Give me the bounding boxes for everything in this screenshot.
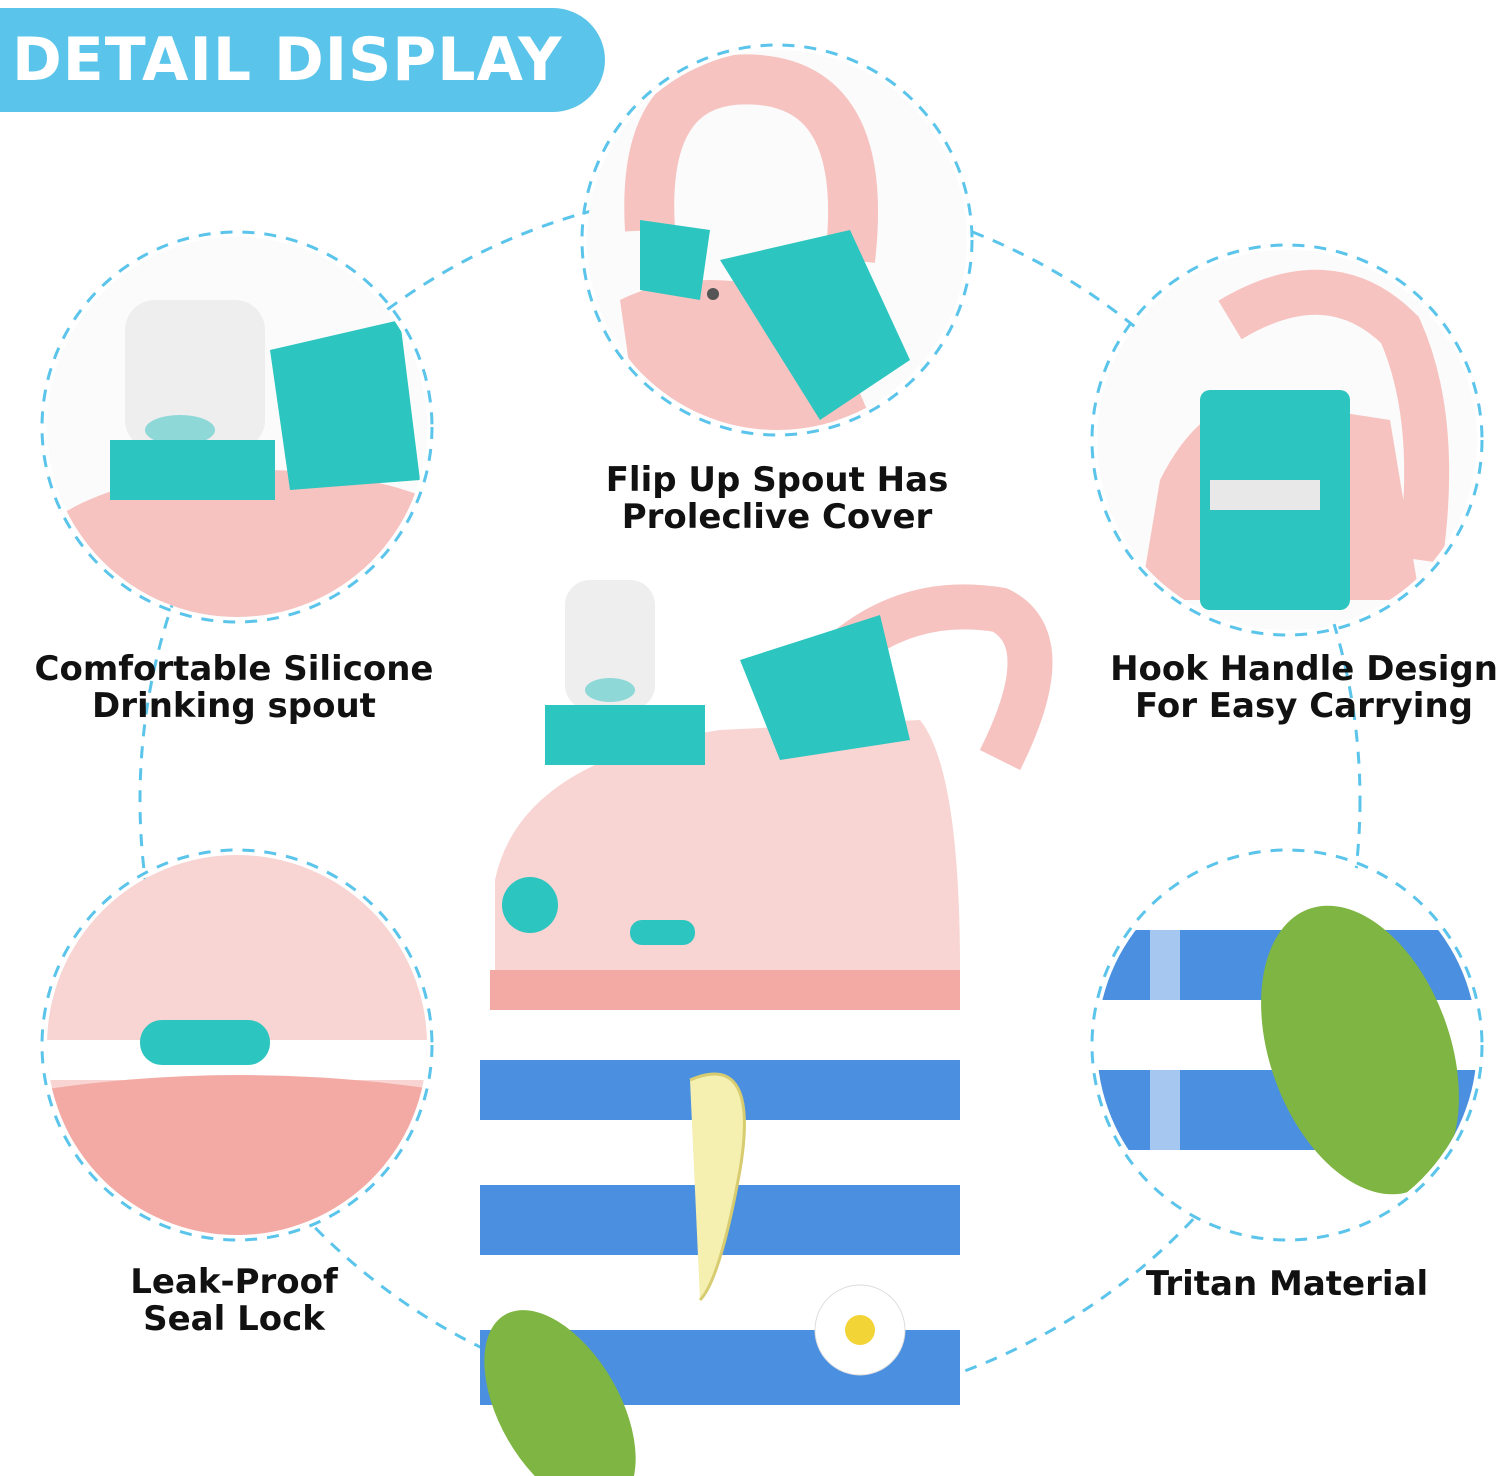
feature-line: Tritan Material xyxy=(1145,1264,1429,1304)
banner-title: DETAIL DISPLAY xyxy=(12,25,563,95)
feature-label-tritan: Tritan Material xyxy=(1146,1266,1428,1303)
feature-line: Seal Lock xyxy=(143,1299,325,1339)
feature-label-spout: Comfortable Silicone Drinking spout xyxy=(35,651,434,725)
connector-ring xyxy=(138,188,1362,1412)
feature-line: Comfortable Silicone xyxy=(34,649,434,689)
bottle xyxy=(480,580,1053,1476)
feature-label-seal-lock: Leak-Proof Seal Lock xyxy=(130,1264,338,1338)
feature-label-hook-handle: Hook Handle Design For Easy Carrying xyxy=(1110,651,1498,725)
detail-circle-seal-lock xyxy=(47,855,427,1235)
feature-line: Drinking spout xyxy=(92,686,376,726)
feature-line: Proleclive Cover xyxy=(621,497,933,537)
detail-circle-spout xyxy=(47,237,427,617)
feature-line: Flip Up Spout Has xyxy=(605,460,949,500)
feature-line: Leak-Proof xyxy=(130,1262,338,1302)
detail-circle-hook-handle xyxy=(1097,250,1477,630)
detail-circle-tritan xyxy=(1097,855,1477,1235)
feature-label-flip-cover: Flip Up Spout Has Proleclive Cover xyxy=(606,462,949,536)
feature-line: Hook Handle Design xyxy=(1110,649,1498,689)
detail-circle-flip-cover xyxy=(587,50,967,430)
detail-display-banner: DETAIL DISPLAY xyxy=(0,8,605,112)
feature-line: For Easy Carrying xyxy=(1134,686,1473,726)
